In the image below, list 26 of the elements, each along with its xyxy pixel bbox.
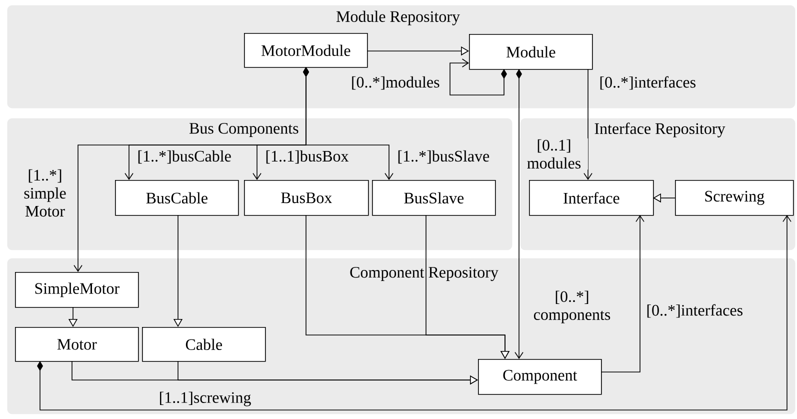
- edge-label: [0..*] components: [524, 290, 620, 324]
- class-box: Component: [478, 358, 602, 395]
- class-box: Interface: [529, 180, 654, 216]
- edge-label: [1..1]screwing: [158, 390, 252, 408]
- role-label: [0..1] modules: [520, 138, 588, 170]
- association-arrow: [584, 68, 592, 180]
- class-box: Screwing: [675, 180, 794, 216]
- class-box: Motor: [15, 326, 139, 362]
- edge-label: [0..*]modules: [350, 75, 441, 91]
- class-box: Module: [469, 34, 593, 70]
- generalization-arrow: [426, 214, 510, 359]
- class-box: MotorModule: [244, 33, 368, 68]
- edge-label: [1..*]busSlave: [396, 149, 491, 165]
- edge-label: [1..*] simple Motor: [18, 168, 72, 218]
- edge-label: [1..*]busCable: [136, 149, 232, 165]
- association-arrow: [600, 214, 644, 372]
- edge-label: [0..*]interfaces: [645, 303, 744, 319]
- class-box: BusSlave: [372, 180, 496, 216]
- edge-label: [0..*]interfaces: [598, 75, 698, 91]
- edge-label: [1..1]busBox: [264, 149, 350, 165]
- composition-arrow: [37, 214, 792, 410]
- composition-arrow: [450, 58, 507, 96]
- class-box: Cable: [142, 326, 266, 362]
- class-box: BusCable: [115, 180, 239, 216]
- class-box: SimpleMotor: [15, 272, 139, 308]
- class-box: BusBox: [244, 180, 369, 216]
